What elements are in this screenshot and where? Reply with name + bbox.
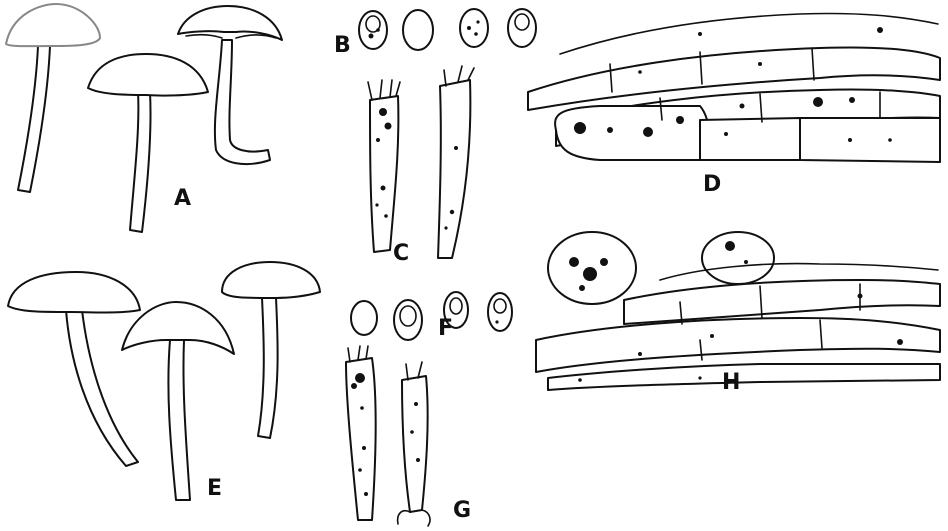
panel-d-tissue bbox=[528, 13, 940, 162]
panel-label-f: F bbox=[438, 318, 453, 340]
basidiome-e2 bbox=[122, 302, 234, 500]
panel-label-h: H bbox=[722, 372, 740, 394]
panel-label-a: A bbox=[174, 188, 191, 210]
basidiome-a1 bbox=[6, 4, 100, 192]
panel-a-basidiomes bbox=[6, 4, 282, 232]
panel-f-spores bbox=[351, 292, 512, 340]
panel-label-b: B bbox=[334, 35, 351, 57]
spore-f4 bbox=[488, 293, 512, 331]
panel-b-spores bbox=[359, 9, 536, 50]
panel-label-e: E bbox=[207, 478, 222, 500]
panel-g-basidia bbox=[346, 346, 430, 526]
basidium-c2 bbox=[438, 66, 474, 258]
panel-label-d: D bbox=[703, 174, 721, 196]
spore-b4 bbox=[508, 9, 536, 47]
basidium-g1 bbox=[346, 346, 376, 520]
spore-b1 bbox=[359, 11, 387, 49]
panel-e-basidiomes bbox=[8, 262, 320, 500]
basidium-g2 bbox=[398, 362, 430, 526]
basidium-c1 bbox=[368, 80, 400, 252]
panel-label-c: C bbox=[393, 243, 409, 265]
swollen-cell-h2 bbox=[702, 232, 774, 284]
spore-b2 bbox=[403, 10, 433, 50]
spore-f2 bbox=[394, 300, 422, 340]
panel-c-basidia bbox=[368, 66, 474, 258]
spore-b3 bbox=[460, 9, 488, 47]
basidiome-e1 bbox=[8, 272, 140, 466]
panel-label-g: G bbox=[453, 500, 471, 522]
basidiome-e3 bbox=[222, 262, 320, 438]
spore-f1 bbox=[351, 301, 377, 335]
panel-h-tissue bbox=[536, 232, 940, 390]
